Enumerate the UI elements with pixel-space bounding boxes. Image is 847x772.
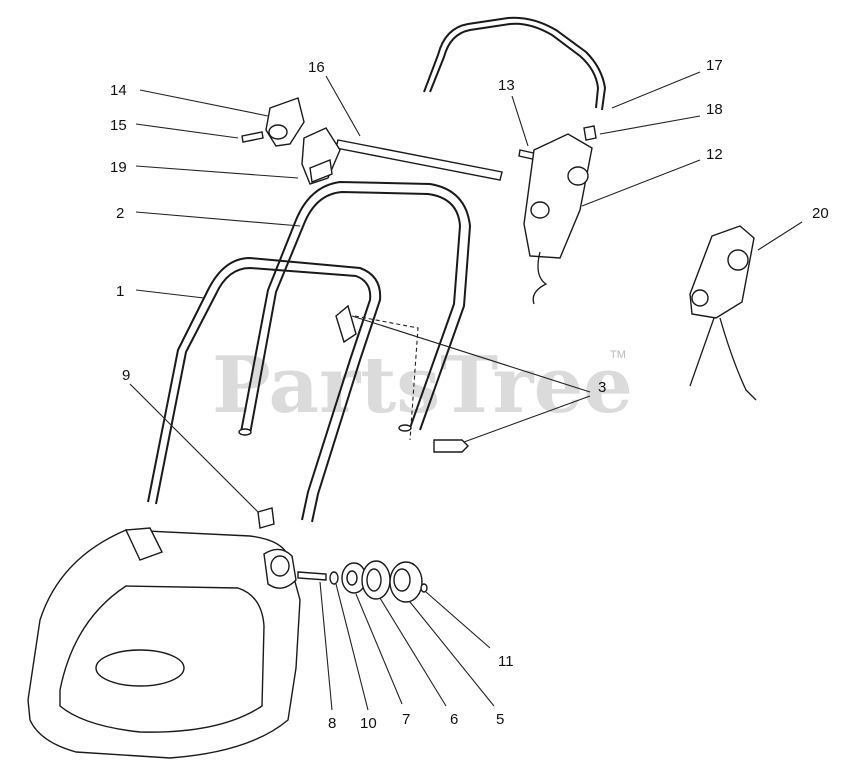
part-18-clip[interactable]: [583, 125, 597, 141]
callout-15[interactable]: 15: [110, 117, 127, 134]
part-10-washer[interactable]: [329, 571, 339, 585]
callout-11[interactable]: 11: [498, 653, 514, 670]
callout-5[interactable]: 5: [496, 711, 504, 728]
callout-1[interactable]: 1: [116, 283, 124, 300]
callout-16[interactable]: 16: [308, 59, 325, 76]
part-20-switch-box[interactable]: [689, 225, 757, 401]
callout-2[interactable]: 2: [116, 205, 124, 222]
callout-6[interactable]: 6: [450, 711, 458, 728]
part-5-hubcap[interactable]: [389, 561, 423, 603]
callout-20[interactable]: 20: [812, 205, 829, 222]
callout-18[interactable]: 18: [706, 101, 723, 118]
part-3-bolt-lower[interactable]: [433, 439, 469, 453]
part-9-clip[interactable]: [257, 507, 275, 529]
part-7-wheel-disc[interactable]: [341, 562, 367, 594]
callout-19[interactable]: 19: [110, 159, 127, 176]
callout-12[interactable]: 12: [706, 146, 723, 163]
part-6-wheel[interactable]: [361, 560, 391, 600]
part-14-clip[interactable]: [265, 97, 305, 147]
callout-7[interactable]: 7: [402, 711, 410, 728]
part-17-bail[interactable]: [423, 16, 607, 111]
callout-9[interactable]: 9: [122, 367, 130, 384]
part-11-nut[interactable]: [420, 583, 428, 593]
callout-17[interactable]: 17: [706, 57, 723, 74]
part-19-bracket[interactable]: [301, 127, 341, 185]
mower-deck: [27, 527, 301, 759]
part-16-rod[interactable]: [335, 139, 503, 181]
callout-8[interactable]: 8: [328, 715, 336, 732]
part-12-switch-box[interactable]: [523, 133, 593, 305]
part-3-knob-upper[interactable]: [335, 304, 357, 344]
part-1-lower-handle[interactable]: [147, 256, 382, 523]
watermark-trademark: TM: [610, 349, 626, 361]
callout-13[interactable]: 13: [498, 77, 515, 94]
callout-14[interactable]: 14: [110, 82, 127, 99]
part-15-screw[interactable]: [241, 131, 264, 143]
callout-3[interactable]: 3: [598, 379, 606, 396]
leader-lines: [129, 71, 803, 711]
watermark: PartsTree: [212, 340, 633, 431]
part-8-axle-bolt[interactable]: [297, 571, 327, 581]
callout-10[interactable]: 10: [360, 715, 377, 732]
